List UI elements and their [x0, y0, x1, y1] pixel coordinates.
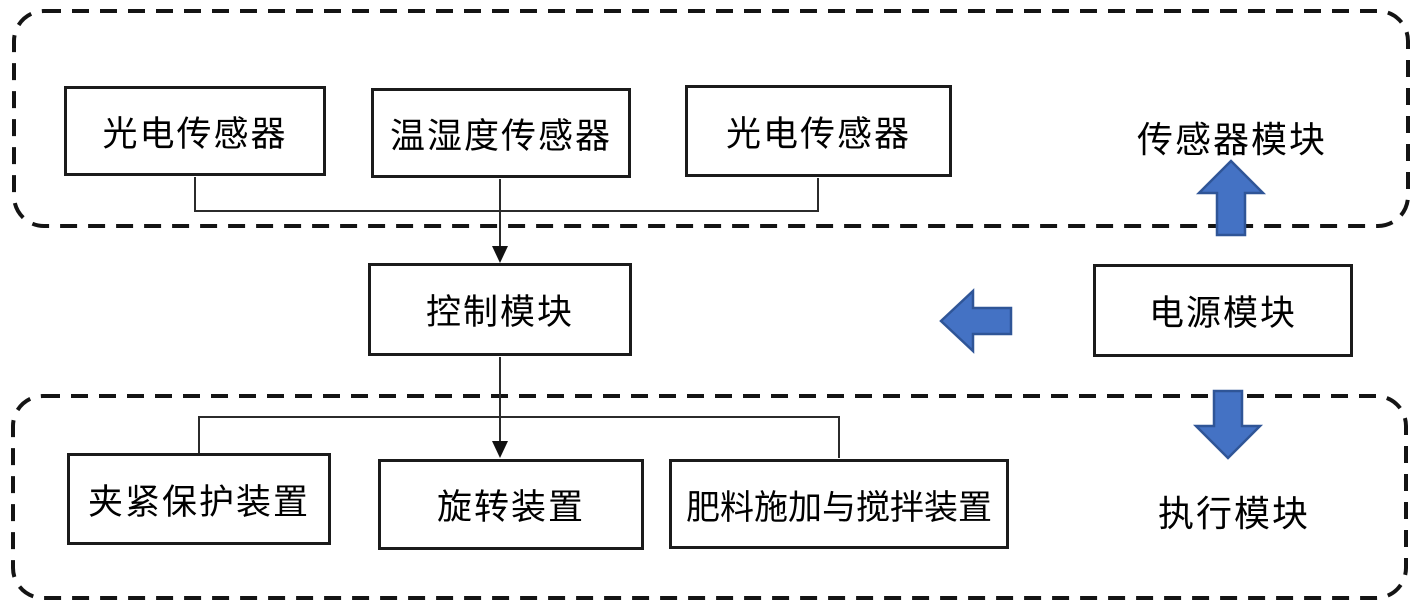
box-photoelectric-sensor-2: 光电传感器: [685, 85, 952, 177]
box-clamping-protection-device: 夹紧保护装置: [67, 453, 331, 545]
arrow-up-power-to-sensors-icon: [1195, 159, 1267, 237]
box-power-module: 电源模块: [1093, 264, 1353, 357]
arrowhead-into-control-box-icon: [492, 246, 508, 263]
box-fertilizer-stirring-device: 肥料施加与搅拌装置: [669, 459, 1009, 549]
wire-sensors-junction: [194, 177, 819, 212]
sensor-module-label: 传感器模块: [1136, 120, 1328, 160]
box-temp-humidity-sensor: 温湿度传感器: [371, 88, 631, 178]
actuator-module-label: 执行模块: [1157, 494, 1311, 534]
sensor-module-container: [12, 9, 1410, 228]
box-control-module: 控制模块: [368, 263, 632, 356]
box-rotation-device: 旋转装置: [378, 459, 644, 550]
arrow-down-power-to-actuators-icon: [1192, 389, 1264, 460]
box-photoelectric-sensor-1: 光电传感器: [64, 86, 326, 176]
arrowhead-into-rotation-box-icon: [492, 441, 508, 458]
wire-actuators-junction: [198, 416, 840, 458]
arrow-left-power-to-control-icon: [939, 288, 1013, 354]
